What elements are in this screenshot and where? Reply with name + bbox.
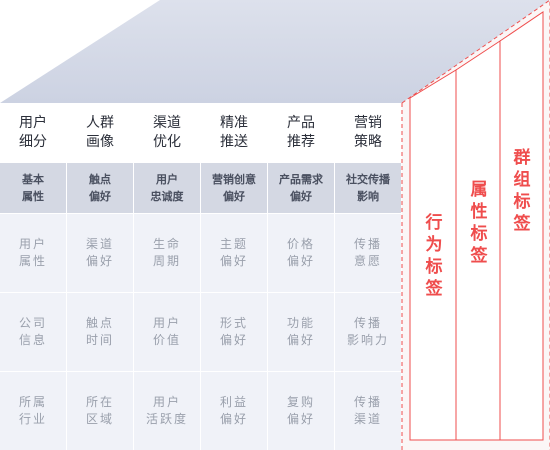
- column-subheader: 产品需求 偏好: [268, 163, 334, 213]
- column-product-recommendation: 产品 推荐 产品需求 偏好 价格 偏好 功能 偏好 复购 偏好: [268, 103, 334, 450]
- column-marketing-strategy: 营销 策略 社交传播 影响 传播 意愿 传播 影响力 传播 渠道: [335, 103, 401, 450]
- column-user-segmentation: 用户 细分 基本 属性 用户 属性 公司 信息 所属 行业: [0, 103, 66, 450]
- grid-cell: 主题 偏好: [201, 214, 267, 292]
- column-channel-optimization: 渠道 优化 用户 忠诚度 生命 周期 用户 价值 用户 活跃度: [134, 103, 200, 450]
- behavior-tag-label: 行 为 标 签: [425, 213, 443, 299]
- cube-top-face: [0, 0, 550, 103]
- tag-grid: 用户 细分 基本 属性 用户 属性 公司 信息 所属 行业 人群 画像 触点 偏…: [0, 103, 401, 450]
- grid-cell: 传播 意愿: [335, 214, 401, 292]
- tag-panel-group: [499, 11, 544, 441]
- grid-cell: 复购 偏好: [268, 372, 334, 450]
- column-subheader: 用户 忠诚度: [134, 163, 200, 213]
- grid-cell: 渠道 偏好: [67, 214, 133, 292]
- grid-cell: 生命 周期: [134, 214, 200, 292]
- grid-cell: 功能 偏好: [268, 293, 334, 371]
- group-tag-label: 群 组 标 签: [513, 148, 531, 234]
- column-subheader: 社交传播 影响: [335, 163, 401, 213]
- grid-cell: 价格 偏好: [268, 214, 334, 292]
- grid-cell: 传播 渠道: [335, 372, 401, 450]
- column-header: 营销 策略: [335, 103, 401, 162]
- column-header: 产品 推荐: [268, 103, 334, 162]
- column-subheader: 触点 偏好: [67, 163, 133, 213]
- grid-cell: 传播 影响力: [335, 293, 401, 371]
- column-header: 人群 画像: [67, 103, 133, 162]
- grid-cell: 利益 偏好: [201, 372, 267, 450]
- grid-cell: 触点 时间: [67, 293, 133, 371]
- grid-cell: 用户 活跃度: [134, 372, 200, 450]
- grid-cell: 所在 区域: [67, 372, 133, 450]
- column-persona: 人群 画像 触点 偏好 渠道 偏好 触点 时间 所在 区域: [67, 103, 133, 450]
- grid-cell: 公司 信息: [0, 293, 66, 371]
- column-header: 用户 细分: [0, 103, 66, 162]
- grid-cell: 用户 价值: [134, 293, 200, 371]
- column-header: 渠道 优化: [134, 103, 200, 162]
- grid-cell: 用户 属性: [0, 214, 66, 292]
- grid-cell: 所属 行业: [0, 372, 66, 450]
- column-subheader: 营销创意 偏好: [201, 163, 267, 213]
- column-header: 精准 推送: [201, 103, 267, 162]
- column-subheader: 基本 属性: [0, 163, 66, 213]
- attribute-tag-label: 属 性 标 签: [470, 180, 488, 266]
- column-precise-push: 精准 推送 营销创意 偏好 主题 偏好 形式 偏好 利益 偏好: [201, 103, 267, 450]
- grid-cell: 形式 偏好: [201, 293, 267, 371]
